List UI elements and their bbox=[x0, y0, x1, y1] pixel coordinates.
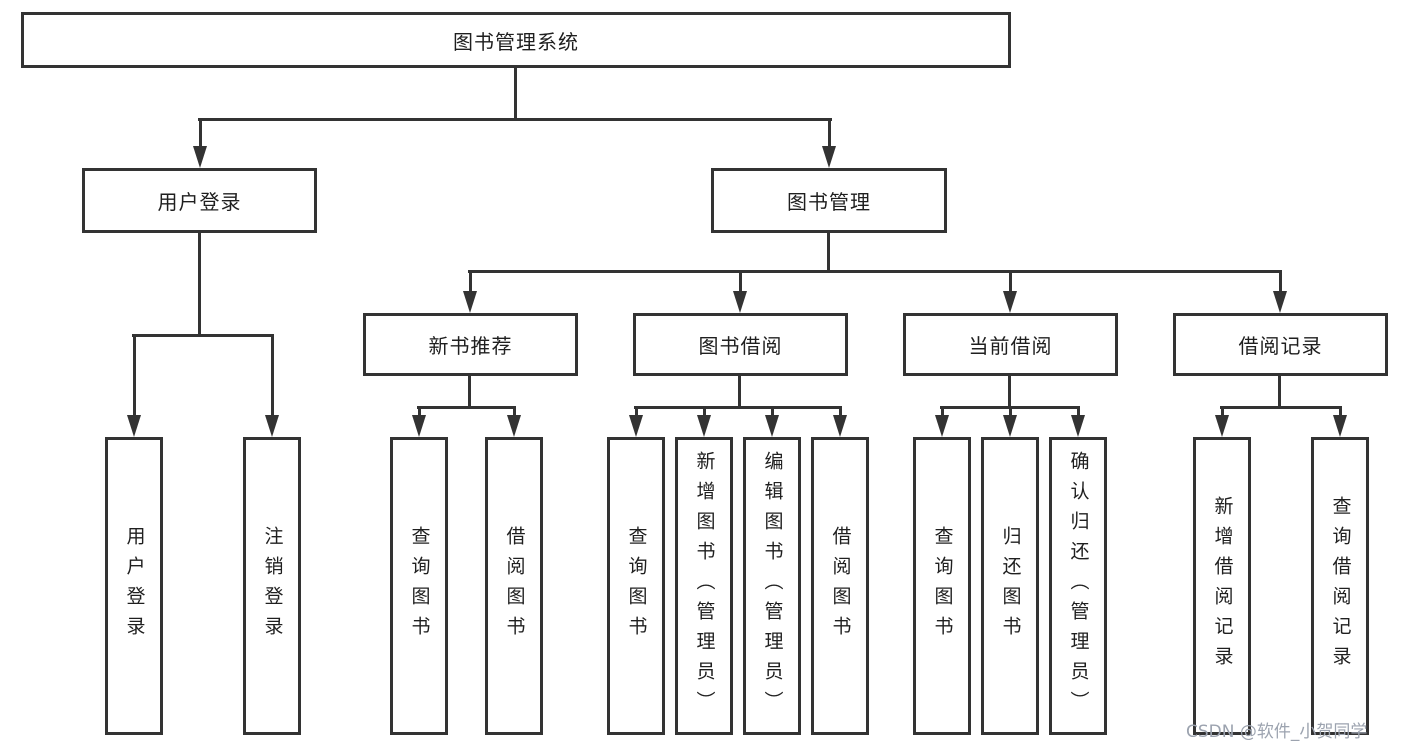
down-arrow-icon bbox=[265, 334, 279, 437]
down-arrow-icon bbox=[507, 406, 521, 437]
leaf-borrow-query-books: 查询图书 bbox=[607, 437, 665, 735]
down-arrow-icon bbox=[1273, 270, 1287, 313]
node-book-borrow: 图书借阅 bbox=[633, 313, 848, 376]
leaf-newbooks-query-books: 查询图书 bbox=[390, 437, 448, 735]
node-book-mgmt: 图书管理 bbox=[711, 168, 947, 233]
node-root-label: 图书管理系统 bbox=[453, 29, 579, 54]
down-arrow-icon bbox=[1071, 406, 1085, 437]
leaf-borrow-add-books-admin: 新增图书（管理员） bbox=[675, 437, 733, 735]
leaf-borrow-edit-books-admin: 编辑图书（管理员） bbox=[743, 437, 801, 735]
leaf-label: 注销登录 bbox=[261, 526, 284, 646]
down-arrow-icon bbox=[1003, 406, 1017, 437]
csdn-watermark: CSDN @软件_小贺同学 bbox=[1186, 722, 1368, 742]
connector-book-mgmt-branch bbox=[468, 270, 1282, 273]
leaf-user-login: 用户登录 bbox=[105, 437, 163, 735]
down-arrow-icon bbox=[935, 406, 949, 437]
connector-book-borrow-branch bbox=[634, 406, 842, 409]
connector-borrow-records-stub bbox=[1278, 373, 1281, 409]
down-arrow-icon bbox=[1003, 270, 1017, 313]
node-root: 图书管理系统 bbox=[21, 12, 1011, 68]
leaf-records-add-record: 新增借阅记录 bbox=[1193, 437, 1251, 735]
down-arrow-icon bbox=[193, 118, 207, 168]
connector-borrow-records-branch bbox=[1220, 406, 1342, 409]
down-arrow-icon bbox=[697, 406, 711, 437]
connector-root-branch bbox=[198, 118, 832, 121]
down-arrow-icon bbox=[733, 270, 747, 313]
leaf-current-confirm-return-admin: 确认归还（管理员） bbox=[1049, 437, 1107, 735]
leaf-label: 编辑图书（管理员） bbox=[761, 451, 784, 721]
down-arrow-icon bbox=[629, 406, 643, 437]
leaf-label: 确认归还（管理员） bbox=[1067, 451, 1090, 721]
connector-new-books-branch bbox=[417, 406, 516, 409]
down-arrow-icon bbox=[127, 334, 141, 437]
leaf-label: 归还图书 bbox=[999, 526, 1022, 646]
leaf-label: 新增借阅记录 bbox=[1211, 496, 1234, 676]
node-borrow-records-label: 借阅记录 bbox=[1238, 334, 1323, 358]
leaf-label: 查询图书 bbox=[625, 526, 648, 646]
leaf-label: 查询借阅记录 bbox=[1329, 496, 1352, 676]
leaf-label: 借阅图书 bbox=[503, 526, 526, 646]
leaf-records-query-record: 查询借阅记录 bbox=[1311, 437, 1369, 735]
down-arrow-icon bbox=[463, 270, 477, 313]
node-book-borrow-label: 图书借阅 bbox=[698, 334, 783, 358]
leaf-current-return-books: 归还图书 bbox=[981, 437, 1039, 735]
node-user-login: 用户登录 bbox=[82, 168, 317, 233]
leaf-newbooks-borrow-books: 借阅图书 bbox=[485, 437, 543, 735]
node-current-borrow: 当前借阅 bbox=[903, 313, 1118, 376]
leaf-label: 新增图书（管理员） bbox=[693, 451, 716, 721]
down-arrow-icon bbox=[1333, 406, 1347, 437]
connector-new-books-stub bbox=[468, 373, 471, 409]
connector-book-borrow-stub bbox=[738, 373, 741, 409]
connector-user-login-stub bbox=[198, 230, 201, 337]
connector-root-stub bbox=[514, 65, 517, 121]
node-borrow-records: 借阅记录 bbox=[1173, 313, 1388, 376]
node-book-mgmt-label: 图书管理 bbox=[787, 190, 871, 214]
down-arrow-icon bbox=[1215, 406, 1229, 437]
leaf-logout: 注销登录 bbox=[243, 437, 301, 735]
connector-book-mgmt-stub bbox=[827, 230, 830, 273]
connector-user-login-branch bbox=[132, 334, 274, 337]
leaf-label: 借阅图书 bbox=[829, 526, 852, 646]
down-arrow-icon bbox=[833, 406, 847, 437]
node-new-books-label: 新书推荐 bbox=[428, 334, 513, 358]
leaf-label: 用户登录 bbox=[123, 526, 146, 646]
leaf-label: 查询图书 bbox=[931, 526, 954, 646]
node-current-borrow-label: 当前借阅 bbox=[968, 334, 1053, 358]
leaf-current-query-books: 查询图书 bbox=[913, 437, 971, 735]
leaf-label: 查询图书 bbox=[408, 526, 431, 646]
connector-current-borrow-stub bbox=[1008, 373, 1011, 409]
leaf-borrow-borrow-books: 借阅图书 bbox=[811, 437, 869, 735]
down-arrow-icon bbox=[822, 118, 836, 168]
down-arrow-icon bbox=[412, 406, 426, 437]
node-user-login-label: 用户登录 bbox=[157, 190, 242, 214]
down-arrow-icon bbox=[765, 406, 779, 437]
node-new-books: 新书推荐 bbox=[363, 313, 578, 376]
